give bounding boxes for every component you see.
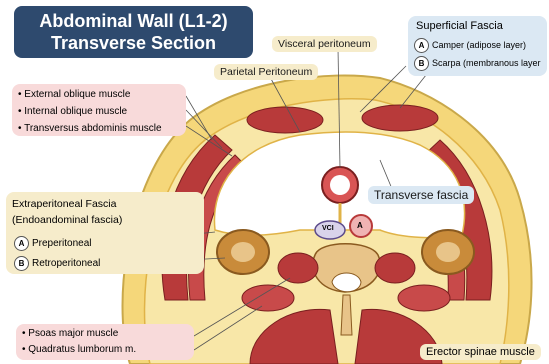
extraperitoneal-fascia-box: Extraperitoneal Fascia (Endoandominal fa… xyxy=(6,192,204,274)
diagram-title: Abdominal Wall (L1-2) Transverse Section xyxy=(14,6,253,58)
extraperitoneal-heading: Extraperitoneal Fascia xyxy=(12,198,116,210)
preperitoneal-label: Preperitoneal xyxy=(32,238,91,249)
intestine-lumen xyxy=(330,175,350,195)
badge-a: A xyxy=(414,38,429,53)
scarpa-label: Scarpa (membranous layer xyxy=(432,58,541,68)
badge-b: B xyxy=(14,256,29,271)
erector-spinae-label: Erector spinae muscle xyxy=(420,344,541,360)
spinal-canal xyxy=(332,273,361,292)
parietal-peritoneum-label: Parietal Peritoneum xyxy=(214,64,318,80)
right-psoas-muscle xyxy=(375,253,415,283)
badge-a: A xyxy=(14,236,29,251)
left-psoas-muscle xyxy=(278,253,318,283)
superficial-heading: Superficial Fascia xyxy=(416,20,503,32)
left-kidney-inner xyxy=(231,242,255,262)
visceral-peritoneum-label: Visceral peritoneum xyxy=(272,36,377,52)
right-kidney-inner xyxy=(436,242,460,262)
muscle-item: • Internal oblique muscle xyxy=(18,103,180,120)
title-line-1: Abdominal Wall (L1-2) xyxy=(14,10,253,32)
spinous-process xyxy=(341,295,352,335)
camper-label: Camper (adipose layer) xyxy=(432,40,526,50)
left-rectus-muscle xyxy=(247,107,323,133)
right-rectus-muscle xyxy=(362,105,438,131)
posterior-muscle-item: • Psoas major muscle xyxy=(22,326,188,342)
title-line-2: Transverse Section xyxy=(14,32,253,54)
left-quadratus-muscle xyxy=(242,285,294,311)
lateral-muscle-list: • External oblique muscle • Internal obl… xyxy=(12,84,186,136)
retroperitoneal-label: Retroperitoneal xyxy=(32,258,100,269)
extraperitoneal-subheading: (Endoandominal fascia) xyxy=(12,214,122,226)
badge-b: B xyxy=(414,56,429,71)
posterior-muscle-list: • Psoas major muscle • Quadratus lumboru… xyxy=(16,324,194,360)
muscle-item: • Transversus abdominis muscle xyxy=(18,120,180,137)
transverse-fascia-label: Transverse fascia xyxy=(368,186,474,204)
right-quadratus-muscle xyxy=(398,285,450,311)
aorta-label: A xyxy=(357,221,363,230)
muscle-item: • External oblique muscle xyxy=(18,86,180,103)
posterior-muscle-item: • Quadratus lumborum m. xyxy=(22,342,188,358)
vci-label: VCI xyxy=(322,225,334,232)
